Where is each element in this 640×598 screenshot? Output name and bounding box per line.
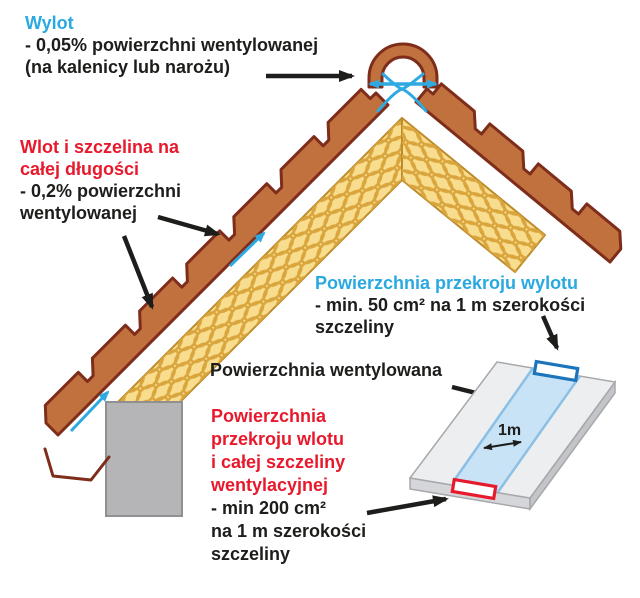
outlet-cross-section-title: Powierzchnia przekroju wylotu [315, 273, 579, 293]
inlet-cross-section-title3: i całej szczeliny [211, 452, 346, 472]
soffit-line [43, 447, 111, 482]
slope-airflow-arrow-upper [228, 231, 266, 268]
outlet-label-line1: - 0,05% powierzchni wentylowanej [25, 35, 319, 55]
ventilated-panel [408, 359, 617, 512]
inlet-label-line1: - 0,2% powierzchni [20, 181, 182, 201]
insulation-right [401, 117, 546, 273]
slope-airflow-arrow-lower [69, 390, 110, 433]
inlet-cross-section-title1: Powierzchnia [211, 406, 327, 426]
inlet-label: Wlot i szczelina na całej długości - 0,2… [20, 136, 181, 224]
pointer-arrow-outlet-marker [540, 315, 560, 351]
roof-tiles-left [43, 87, 390, 437]
strip-edge-right [496, 375, 582, 493]
pointer-arrow-inlet-marker [366, 495, 449, 516]
ventilated-area-label: Powierzchnia wentylowana [210, 359, 442, 381]
ridge-cap [367, 42, 439, 89]
outlet-label-title: Wylot [25, 13, 74, 33]
outlet-label: Wylot - 0,05% powierzchni wentylowanej (… [25, 12, 318, 78]
pointer-arrow-inlet-upper [157, 214, 221, 237]
inlet-marker [450, 477, 498, 501]
roof-tiles-right [414, 82, 623, 264]
inlet-cross-section-line3: szczeliny [211, 544, 291, 564]
ventilated-area-title: Powierzchnia wentylowana [210, 360, 443, 380]
outlet-cross-section-line2: szczeliny [315, 317, 395, 337]
width-marker-label: 1m [498, 422, 522, 439]
inlet-cross-section-label: Powierzchnia przekroju wlotu i całej szc… [211, 405, 366, 566]
pointer-arrow-inlet-lower [121, 235, 155, 310]
outlet-cross-section-line1: - min. 50 cm² na 1 m szerokości [315, 295, 586, 315]
outlet-marker [532, 359, 580, 383]
outlet-cross-section-label: Powierzchnia przekroju wylotu - min. 50 … [315, 272, 585, 338]
inlet-cross-section-line1: - min 200 cm² [211, 498, 327, 518]
inlet-cross-section-line2: na 1 m szerokości [211, 521, 367, 541]
width-measure-arrow [483, 439, 522, 451]
inlet-label-title2: całej długości [20, 159, 140, 179]
ventilated-strip [453, 368, 580, 492]
inlet-cross-section-title4: wentylacyjnej [211, 475, 329, 495]
strip-edge-left [451, 367, 535, 483]
wall [105, 401, 183, 517]
outlet-label-line2: (na kalenicy lub narożu) [25, 57, 231, 77]
ridge-airflow-cross [376, 72, 428, 113]
inlet-label-line2: wentylowanej [20, 203, 138, 223]
inlet-cross-section-title2: przekroju wlotu [211, 429, 345, 449]
inlet-label-title1: Wlot i szczelina na [20, 137, 180, 157]
